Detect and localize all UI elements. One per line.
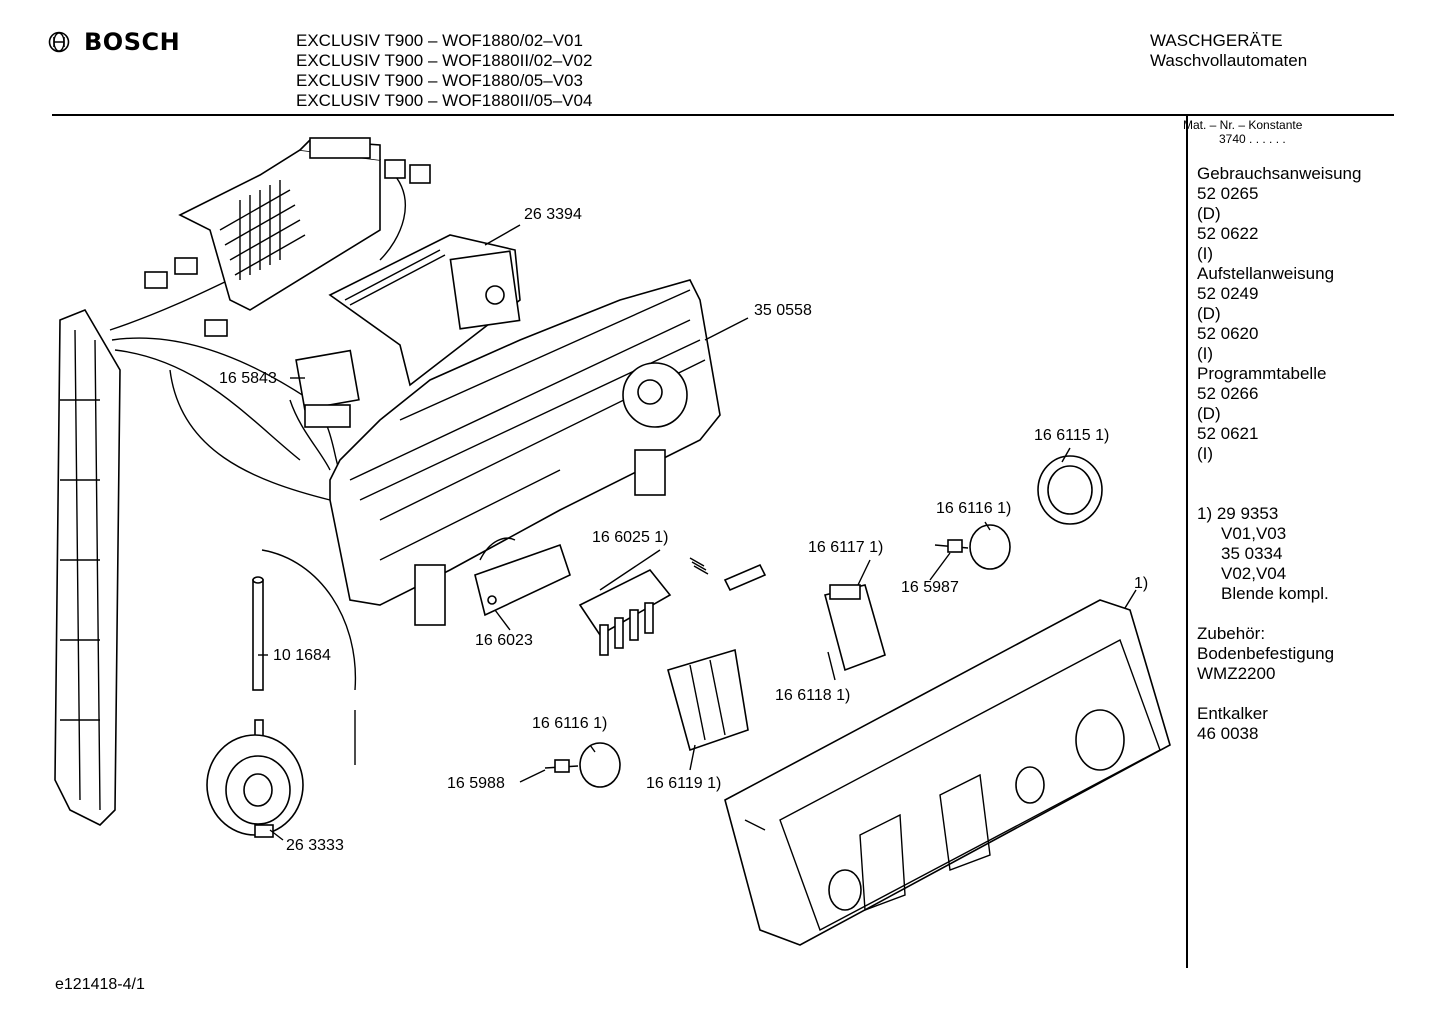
part-label: 16 6023 [475, 632, 533, 649]
descaler-number: 46 0038 [1197, 724, 1259, 743]
accessory-title: Zubehör: [1197, 624, 1266, 643]
part-label: 10 1684 [273, 647, 331, 664]
part-label: 16 6025 1) [592, 529, 669, 546]
doc-item: 52 0621 [1197, 424, 1259, 443]
switch-block-1660251 [578, 557, 767, 656]
part-label: 16 6115 1) [1034, 427, 1110, 444]
category-block: WASCHGERÄTE Waschvollautomaten [1150, 31, 1307, 71]
accessory: Zubehör: Bodenbefestigung WMZ2200 [1197, 624, 1437, 684]
brand-header: BOSCH [48, 28, 180, 56]
leader-lines [258, 224, 1137, 841]
doc-item: (I) [1197, 344, 1214, 363]
model-list: EXCLUSIV T900 – WOF1880/02–V01 EXCLUSIV … [296, 31, 592, 111]
model-line: EXCLUSIV T900 – WOF1880/02–V01 [296, 31, 583, 50]
control-pcb [328, 234, 521, 387]
doc-title: Gebrauchsanweisung [1197, 164, 1362, 183]
footnote-line: Blende kompl. [1221, 584, 1329, 603]
electronic-module-263394 [178, 137, 381, 311]
document-code: e121418-4/1 [55, 976, 145, 993]
knob-1661161-lower [544, 742, 621, 788]
bosch-logo-icon [48, 31, 70, 53]
part-label: 35 0558 [754, 302, 812, 319]
model-line: EXCLUSIV T900 – WOF1880II/05–V04 [296, 91, 593, 110]
side-rail [54, 309, 121, 826]
part-label: 16 6116 1) [532, 715, 608, 732]
doc-item: 52 0249 [1197, 284, 1259, 303]
konstante-value: 3740 . . . . . . [1219, 132, 1286, 146]
doc-item: (D) [1197, 204, 1221, 223]
footnote: 1) 29 9353 V01,V03 35 0334 V02,V04 Blend… [1197, 504, 1437, 604]
header-rule [52, 114, 1394, 116]
part-label: 16 5843 [219, 370, 277, 387]
part-label: 1) [1134, 575, 1149, 592]
doc-item: (I) [1197, 444, 1214, 463]
part-label: 26 3333 [286, 837, 344, 854]
category-subtitle: Waschvollautomaten [1150, 51, 1308, 70]
part-label: 16 6116 1) [936, 500, 1012, 517]
control-panel-fascia [724, 599, 1171, 946]
key-1661171 [824, 584, 886, 672]
doc-item: 52 0620 [1197, 324, 1259, 343]
category-title: WASCHGERÄTE [1150, 31, 1283, 50]
doc-gebrauchsanweisung: Gebrauchsanweisung 52 0265 (D) 52 0622 (… [1197, 164, 1437, 264]
encoder-263333 [206, 719, 304, 838]
part-label: 16 5988 [447, 775, 505, 792]
wiring-harness [109, 159, 431, 501]
part-label: 26 3394 [524, 206, 582, 223]
doc-aufstellanweisung: Aufstellanweisung 52 0249 (D) 52 0620 (I… [1197, 264, 1437, 364]
part-label: 16 6117 1) [808, 539, 884, 556]
doc-item: 52 0266 [1197, 384, 1259, 403]
doc-item: 52 0265 [1197, 184, 1259, 203]
doc-programmtabelle: Programmtabelle 52 0266 (D) 52 0621 (I) [1197, 364, 1437, 464]
relay-165843 [295, 349, 360, 428]
konstante: Mat. – Nr. – Konstante 3740 . . . . . . [1183, 118, 1437, 146]
part-label: 16 5987 [901, 579, 959, 596]
footnote-line: V02,V04 [1221, 564, 1287, 583]
descaler: Entkalker 46 0038 [1197, 704, 1437, 744]
pcb-166023 [474, 537, 571, 617]
sidebar-divider [1186, 116, 1188, 968]
doc-item: (D) [1197, 304, 1221, 323]
doc-item: (D) [1197, 404, 1221, 423]
doc-item: (I) [1197, 244, 1214, 263]
accessory-line: WMZ2200 [1197, 664, 1276, 683]
knob-1661151 [1037, 455, 1103, 525]
doc-title: Aufstellanweisung [1197, 264, 1335, 283]
brand-name: BOSCH [84, 28, 181, 56]
doc-title: Programmtabelle [1197, 364, 1327, 383]
konstante-label: Mat. – Nr. – Konstante [1183, 118, 1303, 132]
descaler-title: Entkalker [1197, 704, 1268, 723]
part-label: 16 6119 1) [646, 775, 722, 792]
sidebar: Mat. – Nr. – Konstante 3740 . . . . . . … [1183, 118, 1437, 744]
knob-1661161-upper [934, 524, 1011, 570]
model-line: EXCLUSIV T900 – WOF1880/05–V03 [296, 71, 583, 90]
rod-101684 [252, 549, 357, 765]
doc-item: 52 0622 [1197, 224, 1259, 243]
part-label: 16 6118 1) [775, 687, 851, 704]
program-frame-350558 [329, 279, 721, 626]
footnote-line: V01,V03 [1221, 524, 1287, 543]
model-line: EXCLUSIV T900 – WOF1880II/02–V02 [296, 51, 593, 70]
footnote-line: 35 0334 [1221, 544, 1283, 563]
accessory-line: Bodenbefestigung [1197, 644, 1335, 663]
key-1661191 [667, 648, 749, 752]
footnote-first: 1) 29 9353 [1197, 504, 1279, 523]
